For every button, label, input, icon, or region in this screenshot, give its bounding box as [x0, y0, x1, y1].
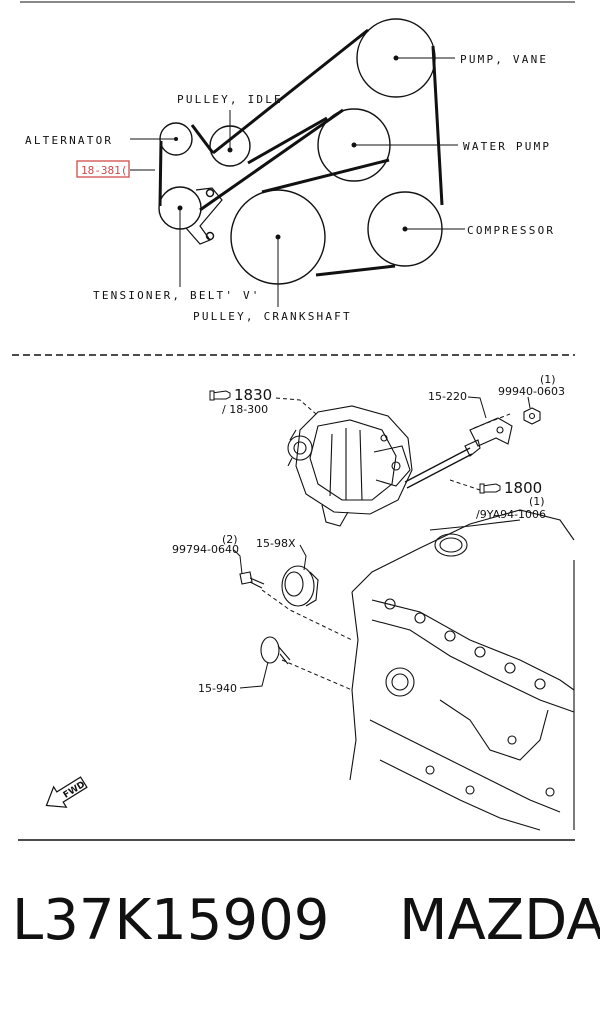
- water-pump-label: WATER PUMP: [463, 140, 551, 153]
- pump-vane-label: PUMP, VANE: [460, 53, 548, 66]
- callout-99940-0603: 99940-0603: [498, 385, 565, 398]
- part-number: L37K15909: [12, 888, 330, 953]
- callout-99794-qty: (2): [222, 533, 238, 546]
- callout-9ya94-qty: (1): [529, 495, 545, 508]
- belt-ref-highlight: 18-381(: [81, 164, 127, 177]
- engine-block-drawing: [349, 509, 575, 831]
- crankshaft-label: PULLEY, CRANKSHAFT: [193, 310, 352, 323]
- callout-9ya94-1006: /9YA94-1006: [476, 508, 546, 521]
- exploded-view: [233, 396, 575, 831]
- hand-pointer-icon: [209, 390, 231, 401]
- callout-15-98x: 15-98X: [256, 537, 296, 550]
- callout-15-940: 15-940: [198, 682, 237, 695]
- callout-1830: 1830: [234, 386, 272, 404]
- callout-99794-0640: 99794-0640: [172, 543, 239, 556]
- callout-99940-qty: (1): [540, 373, 556, 386]
- alternator-drawing: [287, 405, 413, 527]
- compressor-label: COMPRESSOR: [467, 224, 555, 237]
- fwd-arrow-icon: FWD: [45, 776, 88, 808]
- pulley-idle-label: PULLEY, IDLE: [177, 93, 283, 106]
- callout-15-220: 15-220: [428, 390, 467, 403]
- tensioner-label: TENSIONER, BELT' V': [93, 289, 261, 302]
- callout-18-300: / 18-300: [222, 403, 268, 416]
- callout-1800: 1800: [504, 479, 542, 497]
- highlight-box: [76, 160, 130, 178]
- belt-routing-diagram: [20, 1, 575, 307]
- footer: L37K15909 MAZDA: [12, 888, 600, 978]
- brand-name: MAZDA: [399, 888, 600, 953]
- alternator-label: ALTERNATOR: [25, 134, 113, 147]
- belt-and-alternator-diagram: PUMP, VANE PULLEY, IDLE ALTERNATOR WATER…: [12, 1, 575, 841]
- hand-pointer-icon: [479, 483, 501, 494]
